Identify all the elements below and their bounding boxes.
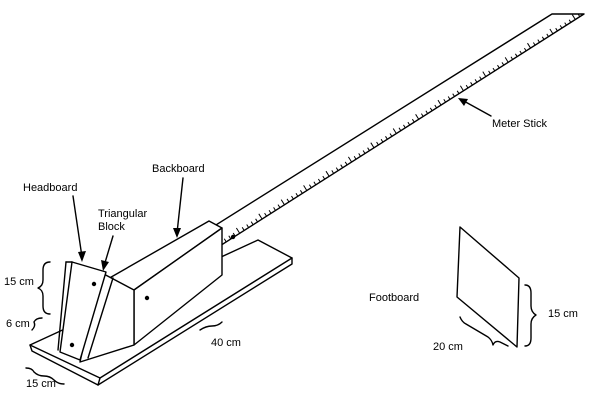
meter-stick-tick xyxy=(447,96,451,100)
meter-stick-tick xyxy=(437,99,442,106)
meter-stick-tick xyxy=(246,224,249,228)
meter-stick-tick xyxy=(344,161,348,166)
headboard xyxy=(57,261,107,361)
meter-stick-tick xyxy=(250,221,254,225)
meter-stick-tick xyxy=(492,67,496,72)
meter-stick-tick xyxy=(398,127,402,132)
meter-stick-tick xyxy=(291,195,294,200)
meter-stick-tick xyxy=(313,181,317,186)
meter-stick-tick xyxy=(325,170,330,177)
meter-stick-tick xyxy=(268,209,272,214)
base-width-dimension: 15 cm xyxy=(26,378,56,390)
meter-stick-tick xyxy=(568,19,572,23)
meter-stick-tick xyxy=(264,212,267,217)
meter-stick-tick xyxy=(335,167,339,171)
meter-stick-tick xyxy=(537,39,541,43)
meter-stick-tick xyxy=(308,184,312,188)
meter-stick-tick xyxy=(555,27,559,32)
meter-stick-tick xyxy=(527,42,532,49)
meter-stick-tick xyxy=(504,57,509,63)
meter-stick-tick xyxy=(389,133,393,137)
meter-stick-tick xyxy=(367,147,370,151)
meter-stick-tick xyxy=(299,190,303,194)
meter-stick-tick xyxy=(362,150,366,154)
backboard-label: Backboard xyxy=(152,163,205,175)
meter-stick-tick xyxy=(459,85,464,92)
meter-stick-tick xyxy=(497,64,500,69)
meter-stick-tick xyxy=(385,136,388,140)
meter-stick-tick xyxy=(546,33,550,38)
triangular-block-label-line1: Triangular xyxy=(98,208,148,220)
head-height-dimension: 15 cm xyxy=(4,276,34,288)
meter-stick-tick xyxy=(376,141,379,146)
pointer-arrows xyxy=(72,98,492,271)
head-offset-dimension: 6 cm xyxy=(6,318,30,330)
foot-height-dimension: 15 cm xyxy=(548,308,578,320)
meter-stick-tick xyxy=(501,62,505,66)
meter-stick-tick xyxy=(488,70,491,75)
meter-stick-tick xyxy=(380,138,384,143)
meter-stick-tick xyxy=(255,218,258,223)
meter-stick-tick xyxy=(456,90,460,95)
meter-stick-tick xyxy=(358,153,361,157)
meter-stick-tick xyxy=(322,175,326,180)
meter-stick-tick xyxy=(523,47,527,52)
meter-stick-tick xyxy=(577,13,581,18)
meter-stick-tick xyxy=(280,199,285,205)
meter-stick-tick xyxy=(549,28,554,35)
meter-stick-tick xyxy=(559,25,563,29)
meter-stick-tick xyxy=(303,185,308,191)
foot-width-dimension: 20 cm xyxy=(433,341,463,353)
meter-stick-tick xyxy=(370,142,375,149)
meter-stick-tick xyxy=(482,71,487,77)
meter-stick-tick xyxy=(420,113,424,117)
meter-stick-tick xyxy=(273,207,276,211)
dimension-braces xyxy=(25,261,537,385)
meter-stick-tick xyxy=(392,128,397,134)
meter-stick-tick xyxy=(532,42,536,46)
footboard-label: Footboard xyxy=(369,292,420,304)
meter-stick-tick xyxy=(347,156,353,163)
meter-stick-tick xyxy=(340,164,344,168)
base-length-dimension: 40 cm xyxy=(211,337,241,349)
meter-stick-tick xyxy=(479,76,482,80)
meter-stick-tick xyxy=(541,36,545,41)
meter-stick-tick xyxy=(474,79,478,83)
meter-stick-tick xyxy=(514,53,518,58)
footboard xyxy=(456,226,520,348)
meter-stick-tick xyxy=(228,235,232,240)
meter-stick-tick xyxy=(295,192,299,197)
meter-stick-tick xyxy=(443,99,447,103)
meter-stick-tick xyxy=(411,118,415,123)
meter-stick-tick xyxy=(571,14,576,21)
meter-stick-tick xyxy=(470,82,473,86)
meter-stick-tick xyxy=(452,93,456,97)
meter-stick-tick xyxy=(465,84,469,89)
meter-stick-tick xyxy=(277,204,281,208)
meter-stick-tick xyxy=(564,22,568,26)
meter-stick-tick xyxy=(223,238,227,242)
meter-stick-tick xyxy=(235,227,241,234)
meter-stick-tick xyxy=(286,198,290,203)
meter-stick-label: Meter Stick xyxy=(492,118,548,130)
backboard xyxy=(105,220,236,346)
meter-stick-tick xyxy=(317,178,321,183)
meter-stick-tick xyxy=(331,170,335,174)
meter-stick-tick xyxy=(434,104,438,109)
meter-stick-tick xyxy=(519,50,523,55)
meter-stick-tick xyxy=(258,213,263,220)
meter-stick-tick xyxy=(415,114,420,120)
meter-stick-tick xyxy=(241,227,245,231)
meter-stick-tick xyxy=(429,107,433,112)
meter-stick-tick xyxy=(407,121,411,126)
meter-stick-tick xyxy=(232,232,236,237)
meter-stick-tick xyxy=(353,155,357,160)
meter-stick-tick xyxy=(403,124,406,129)
meter-stick-tick xyxy=(425,110,429,114)
headboard-label: Headboard xyxy=(23,182,78,194)
triangular-block-label-line2: Block xyxy=(98,221,125,233)
meter-stick-tick xyxy=(510,56,514,60)
